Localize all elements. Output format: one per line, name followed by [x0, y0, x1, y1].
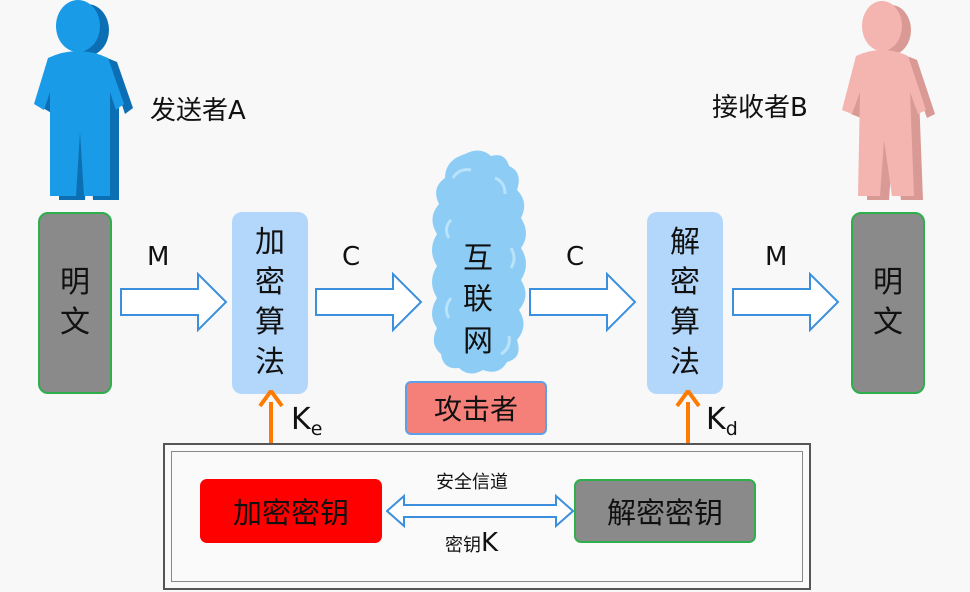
internet-cloud-shape	[432, 150, 526, 374]
flow-arrow-m-left	[120, 271, 228, 333]
plaintext-right-label: 明文	[873, 265, 903, 340]
decrypt-key-label: 解密密钥	[606, 496, 723, 530]
attacker-box: 攻击者	[405, 381, 547, 435]
decrypt-algorithm-label: 解密算法	[670, 225, 700, 380]
key-d-label: Kd	[706, 402, 738, 440]
plaintext-left-box: 明文	[38, 212, 112, 394]
flow-arrow-c-left	[315, 271, 423, 333]
receiver-label: 接收者B	[712, 93, 808, 123]
decrypt-key-box: 解密密钥	[574, 479, 756, 543]
flow-arrow-m-right	[732, 271, 840, 333]
key-k-label: 密钥K	[445, 528, 499, 558]
encrypt-algorithm-label: 加密算法	[255, 225, 285, 380]
sender-label: 发送者A	[150, 96, 246, 126]
secure-channel-label: 安全信道	[436, 472, 508, 493]
flow-label-c-right: C	[566, 242, 585, 272]
internet-label: 互联网	[463, 241, 493, 359]
encrypt-key-label: 加密密钥	[232, 496, 349, 530]
key-e-label: Ke	[291, 402, 323, 440]
encrypt-algorithm-box: 加密算法	[232, 212, 308, 394]
receiver-figure-icon	[842, 1, 935, 200]
encrypt-key-box: 加密密钥	[200, 479, 382, 543]
key-arrow-encrypt	[258, 390, 284, 450]
plaintext-left-label: 明文	[60, 265, 90, 340]
decrypt-algorithm-box: 解密算法	[647, 212, 723, 394]
flow-label-c-left: C	[342, 242, 361, 272]
flow-arrow-c-right	[529, 271, 637, 333]
secure-channel-arrow	[386, 494, 574, 528]
key-arrow-decrypt	[675, 390, 701, 450]
flow-label-m-right: M	[765, 242, 788, 272]
sender-figure-icon	[34, 0, 133, 200]
flow-label-m-left: M	[147, 242, 170, 272]
attacker-label: 攻击者	[433, 393, 518, 426]
plaintext-right-box: 明文	[851, 212, 925, 394]
